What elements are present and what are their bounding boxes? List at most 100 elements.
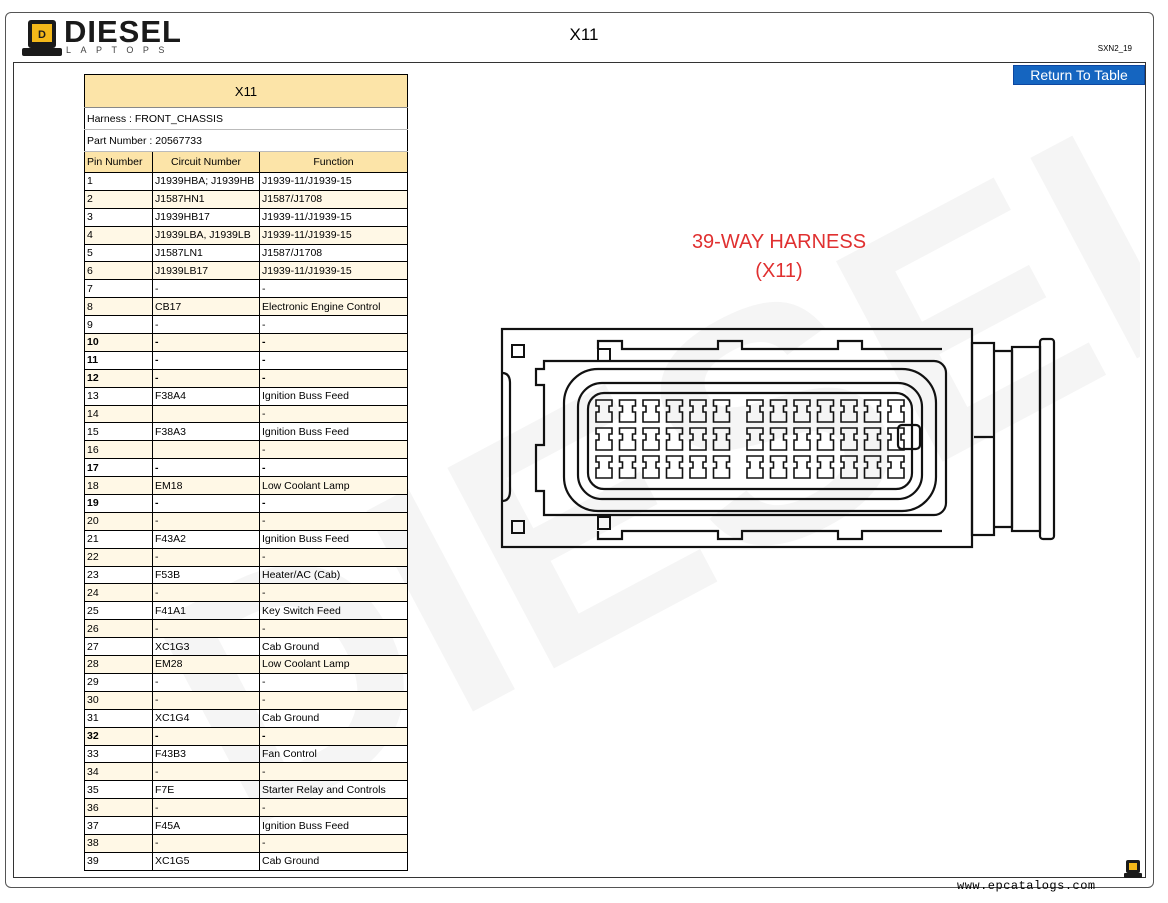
connector-shroud-outer	[534, 359, 948, 517]
pin-number-cell: 26	[84, 619, 153, 639]
pin-number-cell: 19	[84, 494, 153, 513]
circuit-number-cell: F43A2	[152, 530, 260, 549]
table-row: 11--	[84, 351, 409, 370]
pin-cavity	[840, 427, 858, 451]
function-cell: J1587/J1708	[258, 190, 409, 209]
circuit-number-cell: -	[152, 762, 260, 782]
pin-cavity	[863, 399, 882, 423]
circuit-number-cell: XC1G4	[152, 709, 260, 728]
circuit-number-cell: -	[152, 583, 260, 603]
pin-cavity	[887, 455, 905, 479]
table-row: 12--	[84, 369, 409, 388]
circuit-number-cell: F45A	[152, 816, 260, 835]
pin-number-cell: 30	[84, 691, 153, 710]
pin-number-cell: 27	[84, 637, 153, 657]
pin-number-cell: 16	[84, 440, 153, 460]
pin-cavity	[595, 399, 613, 423]
pin-number-cell: 22	[84, 548, 153, 567]
pin-number-cell: 38	[84, 834, 153, 853]
connector-shroud-mid	[562, 367, 938, 513]
connector-latch	[896, 423, 922, 451]
pin-cavity	[689, 427, 707, 451]
pin-cavity	[887, 399, 905, 423]
circuit-number-cell	[152, 405, 260, 424]
function-cell: J1939-11/J1939-15	[258, 172, 409, 191]
function-cell: Fan Control	[258, 745, 409, 764]
pin-number-cell: 4	[84, 226, 153, 245]
pin-cavity	[712, 455, 731, 479]
pin-number-cell: 7	[84, 279, 153, 299]
pin-cavity	[793, 427, 811, 451]
function-cell: -	[258, 619, 409, 639]
pin-number-cell: 1	[84, 172, 153, 191]
connector-mount-plate	[970, 341, 996, 537]
pin-number-cell: 21	[84, 530, 153, 549]
circuit-number-cell: -	[152, 333, 260, 352]
return-to-table-button[interactable]: Return To Table	[1013, 65, 1145, 85]
circuit-number-cell: -	[152, 351, 260, 370]
pin-cavity	[712, 399, 731, 423]
connector-top-ribs	[596, 339, 942, 351]
pin-cavity	[712, 427, 731, 451]
pin-number-cell: 11	[84, 351, 153, 370]
pin-number-cell: 24	[84, 583, 153, 603]
function-cell: -	[258, 369, 409, 388]
circuit-number-cell: -	[152, 798, 260, 818]
function-cell: Low Coolant Lamp	[258, 476, 409, 496]
circuit-number-cell: -	[152, 834, 260, 853]
pin-number-cell: 25	[84, 601, 153, 621]
pin-number-cell: 39	[84, 852, 153, 871]
pin-cavity	[689, 399, 707, 423]
pin-cavity	[793, 399, 811, 423]
circuit-number-cell: F53B	[152, 566, 260, 585]
table-row: 29--	[84, 673, 409, 692]
pin-number-cell: 37	[84, 816, 153, 835]
pin-number-cell: 3	[84, 208, 153, 227]
circuit-number-cell: -	[152, 512, 260, 531]
circuit-number-cell: -	[152, 315, 260, 335]
pin-cavity	[665, 455, 684, 479]
circuit-number-cell: -	[152, 673, 260, 692]
pin-number-cell: 5	[84, 244, 153, 263]
circuit-number-cell: J1939HB17	[152, 208, 260, 227]
connector-shroud-inner	[576, 381, 924, 501]
function-cell: -	[258, 333, 409, 352]
pin-cavity	[746, 399, 764, 423]
connector-diagram	[500, 327, 1056, 549]
function-cell: -	[258, 458, 409, 478]
connector-pin-cells	[595, 399, 905, 479]
content-frame	[13, 62, 1146, 878]
function-cell: -	[258, 315, 409, 335]
pin-cavity	[665, 427, 684, 451]
circuit-number-cell: J1939LBA, J1939LB	[152, 226, 260, 245]
pin-number-cell: 31	[84, 709, 153, 728]
col-header-function: Function	[258, 151, 409, 173]
table-row: 9--	[84, 315, 409, 335]
circuit-number-cell: F38A4	[152, 387, 260, 406]
pin-cavity	[816, 455, 835, 479]
pin-cavity	[863, 455, 882, 479]
svg-text:D: D	[38, 29, 46, 41]
pin-cavity	[618, 399, 637, 423]
page-code: SXN2_19	[1097, 44, 1132, 53]
function-cell: -	[258, 834, 409, 853]
connector-rear-block	[1010, 345, 1042, 533]
pin-number-cell: 20	[84, 512, 153, 531]
function-cell: -	[258, 512, 409, 531]
circuit-number-cell: F7E	[152, 780, 260, 800]
pin-cavity	[618, 427, 637, 451]
diagram-title: 39-WAY HARNESS (X11)	[620, 228, 938, 286]
table-row: 32--	[84, 727, 409, 746]
connector-flange	[994, 349, 1014, 529]
footer-logo-icon	[1124, 860, 1142, 878]
